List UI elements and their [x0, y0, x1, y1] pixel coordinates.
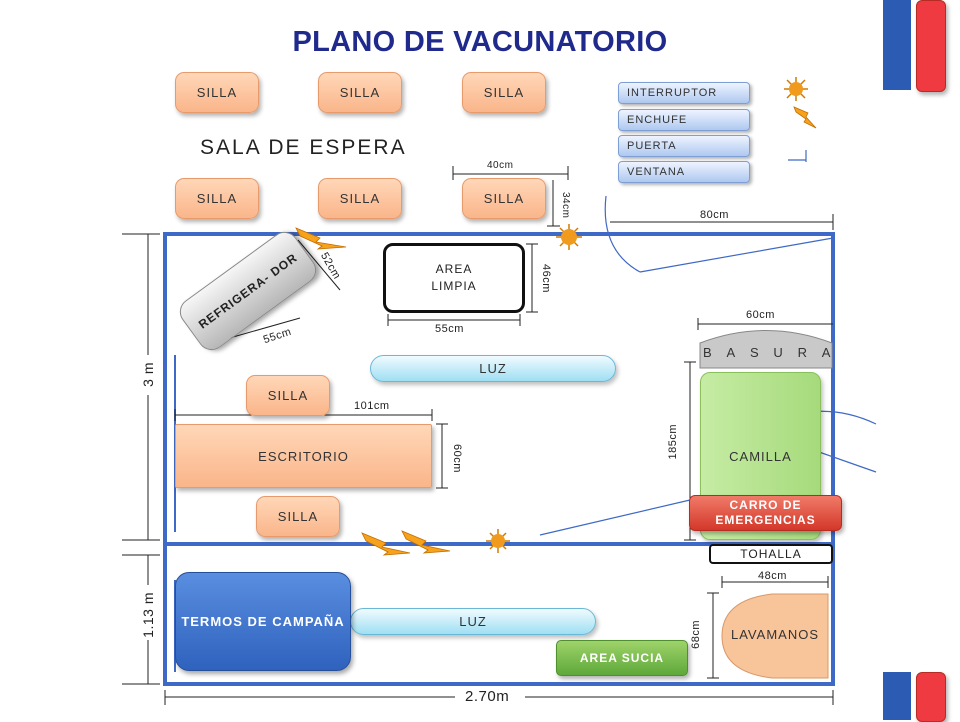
- basura-letter: S: [749, 345, 760, 360]
- interruptor-icon-2: [556, 224, 582, 250]
- chair-6: SILLA: [462, 178, 546, 219]
- sala-espera-label: SALA DE ESPERA: [200, 136, 407, 159]
- chair-2: SILLA: [318, 72, 402, 113]
- lavamanos-shape: [721, 593, 829, 679]
- dim-80cm: 80cm: [700, 209, 729, 221]
- carro-emergencias: CARRO DE EMERGENCIAS: [689, 495, 842, 531]
- legend-interruptor: INTERRUPTOR: [618, 82, 750, 104]
- area-sucia: AREA SUCIA: [556, 640, 688, 676]
- basura-letter: R: [797, 345, 808, 360]
- basura-label: B A S U R A: [703, 345, 831, 365]
- dim-101cm: 101cm: [354, 400, 390, 412]
- dim-48cm: 48cm: [758, 570, 787, 582]
- basura-letter: U: [773, 345, 784, 360]
- dim-60cm-escritorio: 60cm: [451, 444, 463, 473]
- dim-185cm: 185cm: [667, 424, 679, 460]
- page-title: PLANO DE VACUNATORIO: [292, 26, 668, 58]
- tohalla: TOHALLA: [709, 544, 833, 564]
- dim-270m: 2.70m: [465, 688, 510, 705]
- luz-1: LUZ: [370, 355, 616, 382]
- escritorio: ESCRITORIO: [175, 424, 432, 488]
- legend-enchufe: ENCHUFE: [618, 109, 750, 131]
- interruptor-icon-3: [486, 529, 510, 553]
- basura-letter: B: [703, 345, 713, 360]
- area-limpia: AREA LIMPIA: [383, 243, 525, 313]
- flag-blue-top: [883, 0, 911, 90]
- dim-46cm: 46cm: [540, 264, 552, 293]
- enchufe-icon-2: [361, 532, 411, 556]
- dim-60cm-basura: 60cm: [746, 309, 775, 321]
- dim-34cm: 34cm: [560, 192, 571, 219]
- chair-7: SILLA: [246, 375, 330, 416]
- flag-red-bottom: [916, 672, 946, 722]
- chair-3: SILLA: [462, 72, 546, 113]
- dim-40cm: 40cm: [487, 160, 514, 171]
- dim-55cm-limpia: 55cm: [435, 323, 464, 335]
- enchufe-icon-3: [401, 530, 451, 554]
- room-walls: [163, 232, 835, 686]
- enchufe-legend-icon: [793, 106, 817, 129]
- chair-1: SILLA: [175, 72, 259, 113]
- basura-letter: A: [726, 345, 736, 360]
- luz-2: LUZ: [350, 608, 596, 635]
- lavamanos: LAVAMANOS: [731, 626, 819, 642]
- basura-letter: A: [821, 345, 831, 360]
- dim-3m: 3 m: [140, 362, 156, 387]
- legend-ventana: VENTANA: [618, 161, 750, 183]
- dim-68cm: 68cm: [690, 620, 702, 649]
- door-arc-entrance: [604, 195, 641, 273]
- basura-shape: [699, 330, 833, 369]
- termos-campana: TERMOS DE CAMPAÑA: [175, 572, 351, 671]
- chair-8: SILLA: [256, 496, 340, 537]
- flag-red-top: [916, 0, 946, 92]
- flag-blue-bottom: [883, 672, 911, 720]
- enchufe-icon: [295, 227, 347, 250]
- interruptor-icon: [784, 77, 808, 101]
- chair-5: SILLA: [318, 178, 402, 219]
- chair-4: SILLA: [175, 178, 259, 219]
- legend-puerta: PUERTA: [618, 135, 750, 157]
- dim-113m: 1.13 m: [140, 592, 156, 638]
